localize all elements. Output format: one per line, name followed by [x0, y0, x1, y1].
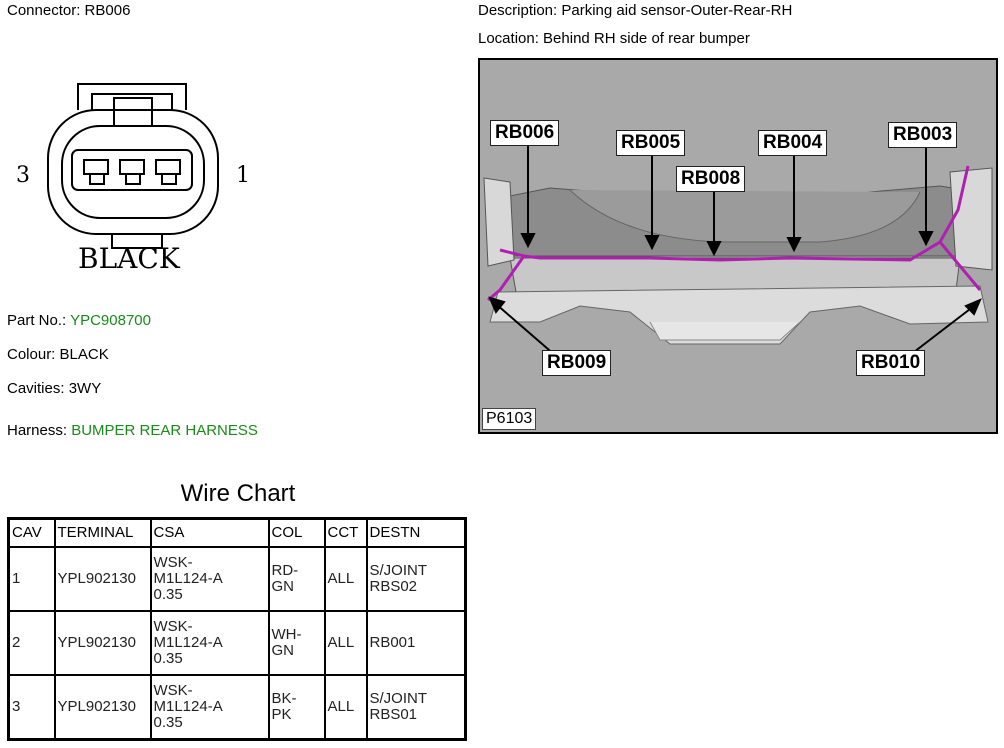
colour-label: Colour: — [7, 346, 56, 363]
cell-terminal: YPL902130 — [53, 610, 152, 676]
connector-colour-text: BLACK — [78, 242, 181, 275]
colour-row: Colour: BLACK — [7, 346, 109, 363]
cell-destn: RB001 — [365, 610, 467, 676]
part-no-link[interactable]: YPC908700 — [70, 312, 151, 329]
cell-col: RD-GN — [267, 546, 326, 612]
callout-rb010: RB010 — [856, 350, 926, 376]
header-cct: CCT — [323, 517, 368, 548]
cell-col: BK-PK — [267, 674, 326, 741]
cell-col: WH-GN — [267, 610, 326, 676]
harness-link[interactable]: BUMPER REAR HARNESS — [71, 422, 258, 439]
location-photo: RB006 RB005 RB008 RB004 RB003 RB009 RB01… — [478, 58, 998, 434]
part-no-row: Part No.: YPC908700 — [7, 312, 151, 329]
bumper-illustration — [483, 146, 993, 357]
cell-cct: ALL — [323, 610, 368, 676]
cell-cct: ALL — [323, 674, 368, 741]
wire-chart-table: CAV TERMINAL CSA COL CCT DESTN 1 YPL9021… — [7, 517, 467, 741]
callout-rb008: RB008 — [676, 166, 746, 192]
callout-rb006: RB006 — [490, 120, 560, 146]
cell-terminal: YPL902130 — [53, 546, 152, 612]
callout-rb005: RB005 — [616, 130, 686, 156]
cavities-value: 3WY — [68, 380, 102, 397]
header-csa: CSA — [149, 517, 270, 548]
cavities-row: Cavities: 3WY — [7, 380, 101, 397]
callout-rb004: RB004 — [758, 130, 828, 156]
pin-1-label: 1 — [236, 163, 250, 188]
cell-terminal: YPL902130 — [53, 674, 152, 741]
location-label: Location: Behind RH side of rear bumper — [478, 30, 750, 47]
table-header-row: CAV TERMINAL CSA COL CCT DESTN — [7, 517, 467, 548]
cell-cav: 2 — [7, 610, 56, 676]
description-label: Description: Parking aid sensor-Outer-Re… — [478, 2, 793, 19]
wire-chart-title: Wire Chart — [180, 480, 296, 507]
connector-face-drawing: 3 1 BLACK — [16, 83, 250, 275]
cell-cav: 3 — [7, 674, 56, 741]
header-terminal: TERMINAL — [53, 517, 152, 548]
callout-rb003: RB003 — [888, 122, 958, 148]
harness-label: Harness: — [7, 422, 68, 439]
cavities-label: Cavities: — [7, 380, 65, 397]
cell-cct: ALL — [323, 546, 368, 612]
header-col: COL — [267, 517, 326, 548]
colour-value: BLACK — [59, 346, 109, 363]
part-no-label: Part No.: — [7, 312, 67, 329]
figure-id: P6103 — [482, 408, 537, 430]
cell-cav: 1 — [7, 546, 56, 612]
harness-row: Harness: BUMPER REAR HARNESS — [7, 422, 258, 439]
callout-rb009: RB009 — [542, 350, 612, 376]
pin-3-label: 3 — [16, 163, 30, 188]
connector-label: Connector: RB006 — [7, 2, 131, 19]
header-destn: DESTN — [365, 517, 467, 548]
header-cav: CAV — [7, 517, 56, 548]
